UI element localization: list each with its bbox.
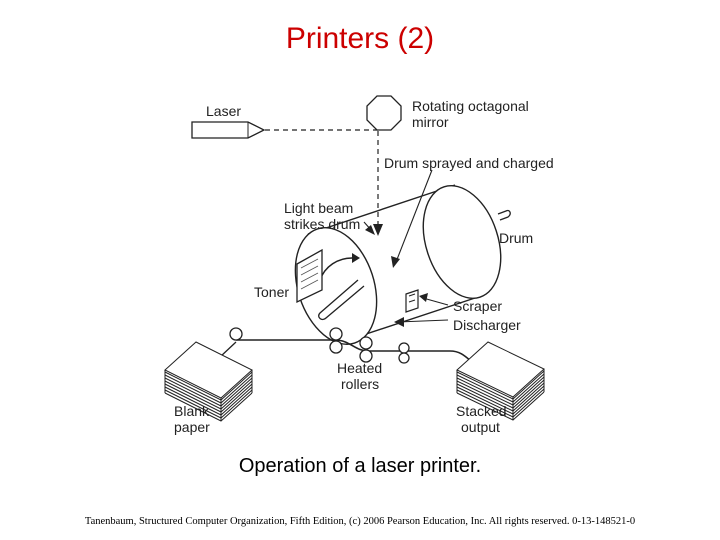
label-mirror: Rotating octagonal [412, 98, 529, 114]
blank-paper-stack [164, 341, 253, 422]
label-toner: Toner [254, 284, 289, 300]
label-stacked-output: Stacked [456, 403, 507, 419]
heated-roller [359, 349, 373, 363]
rollers [229, 327, 410, 364]
label-drum: Drum [499, 230, 533, 246]
feed-roller [229, 327, 243, 341]
label-laser: Laser [206, 103, 241, 119]
stacked-output [456, 341, 545, 421]
label-blank-paper: paper [174, 419, 210, 435]
paper-path [219, 339, 473, 363]
label-heated-rollers: Heated [337, 360, 382, 376]
label-discharger: Discharger [453, 317, 521, 333]
toner-unit [296, 248, 323, 304]
label-heated-rollers: rollers [341, 376, 379, 392]
drum [294, 184, 511, 345]
slide-title: Printers (2) [285, 22, 435, 55]
heated-roller [329, 327, 343, 341]
laser-device [191, 121, 266, 139]
arrowheads [365, 225, 428, 327]
copyright-footer: Tanenbaum, Structured Computer Organizat… [84, 516, 636, 527]
output-roller [398, 352, 410, 364]
label-mirror: mirror [412, 114, 449, 130]
label-scraper: Scraper [453, 298, 502, 314]
label-stacked-output: output [461, 419, 500, 435]
label-light-beam: strikes drum [284, 216, 360, 232]
label-drum-sprayed: Drum sprayed and charged [384, 155, 554, 171]
diagram-caption: Operation of a laser printer. [238, 455, 482, 477]
label-light-beam: Light beam [284, 200, 353, 216]
scraper-discharger [405, 289, 419, 313]
output-roller [398, 342, 410, 354]
heated-roller [329, 340, 343, 354]
label-blank-paper: Blank [174, 403, 210, 419]
heated-roller [359, 336, 373, 350]
octagonal-mirror [366, 95, 402, 131]
